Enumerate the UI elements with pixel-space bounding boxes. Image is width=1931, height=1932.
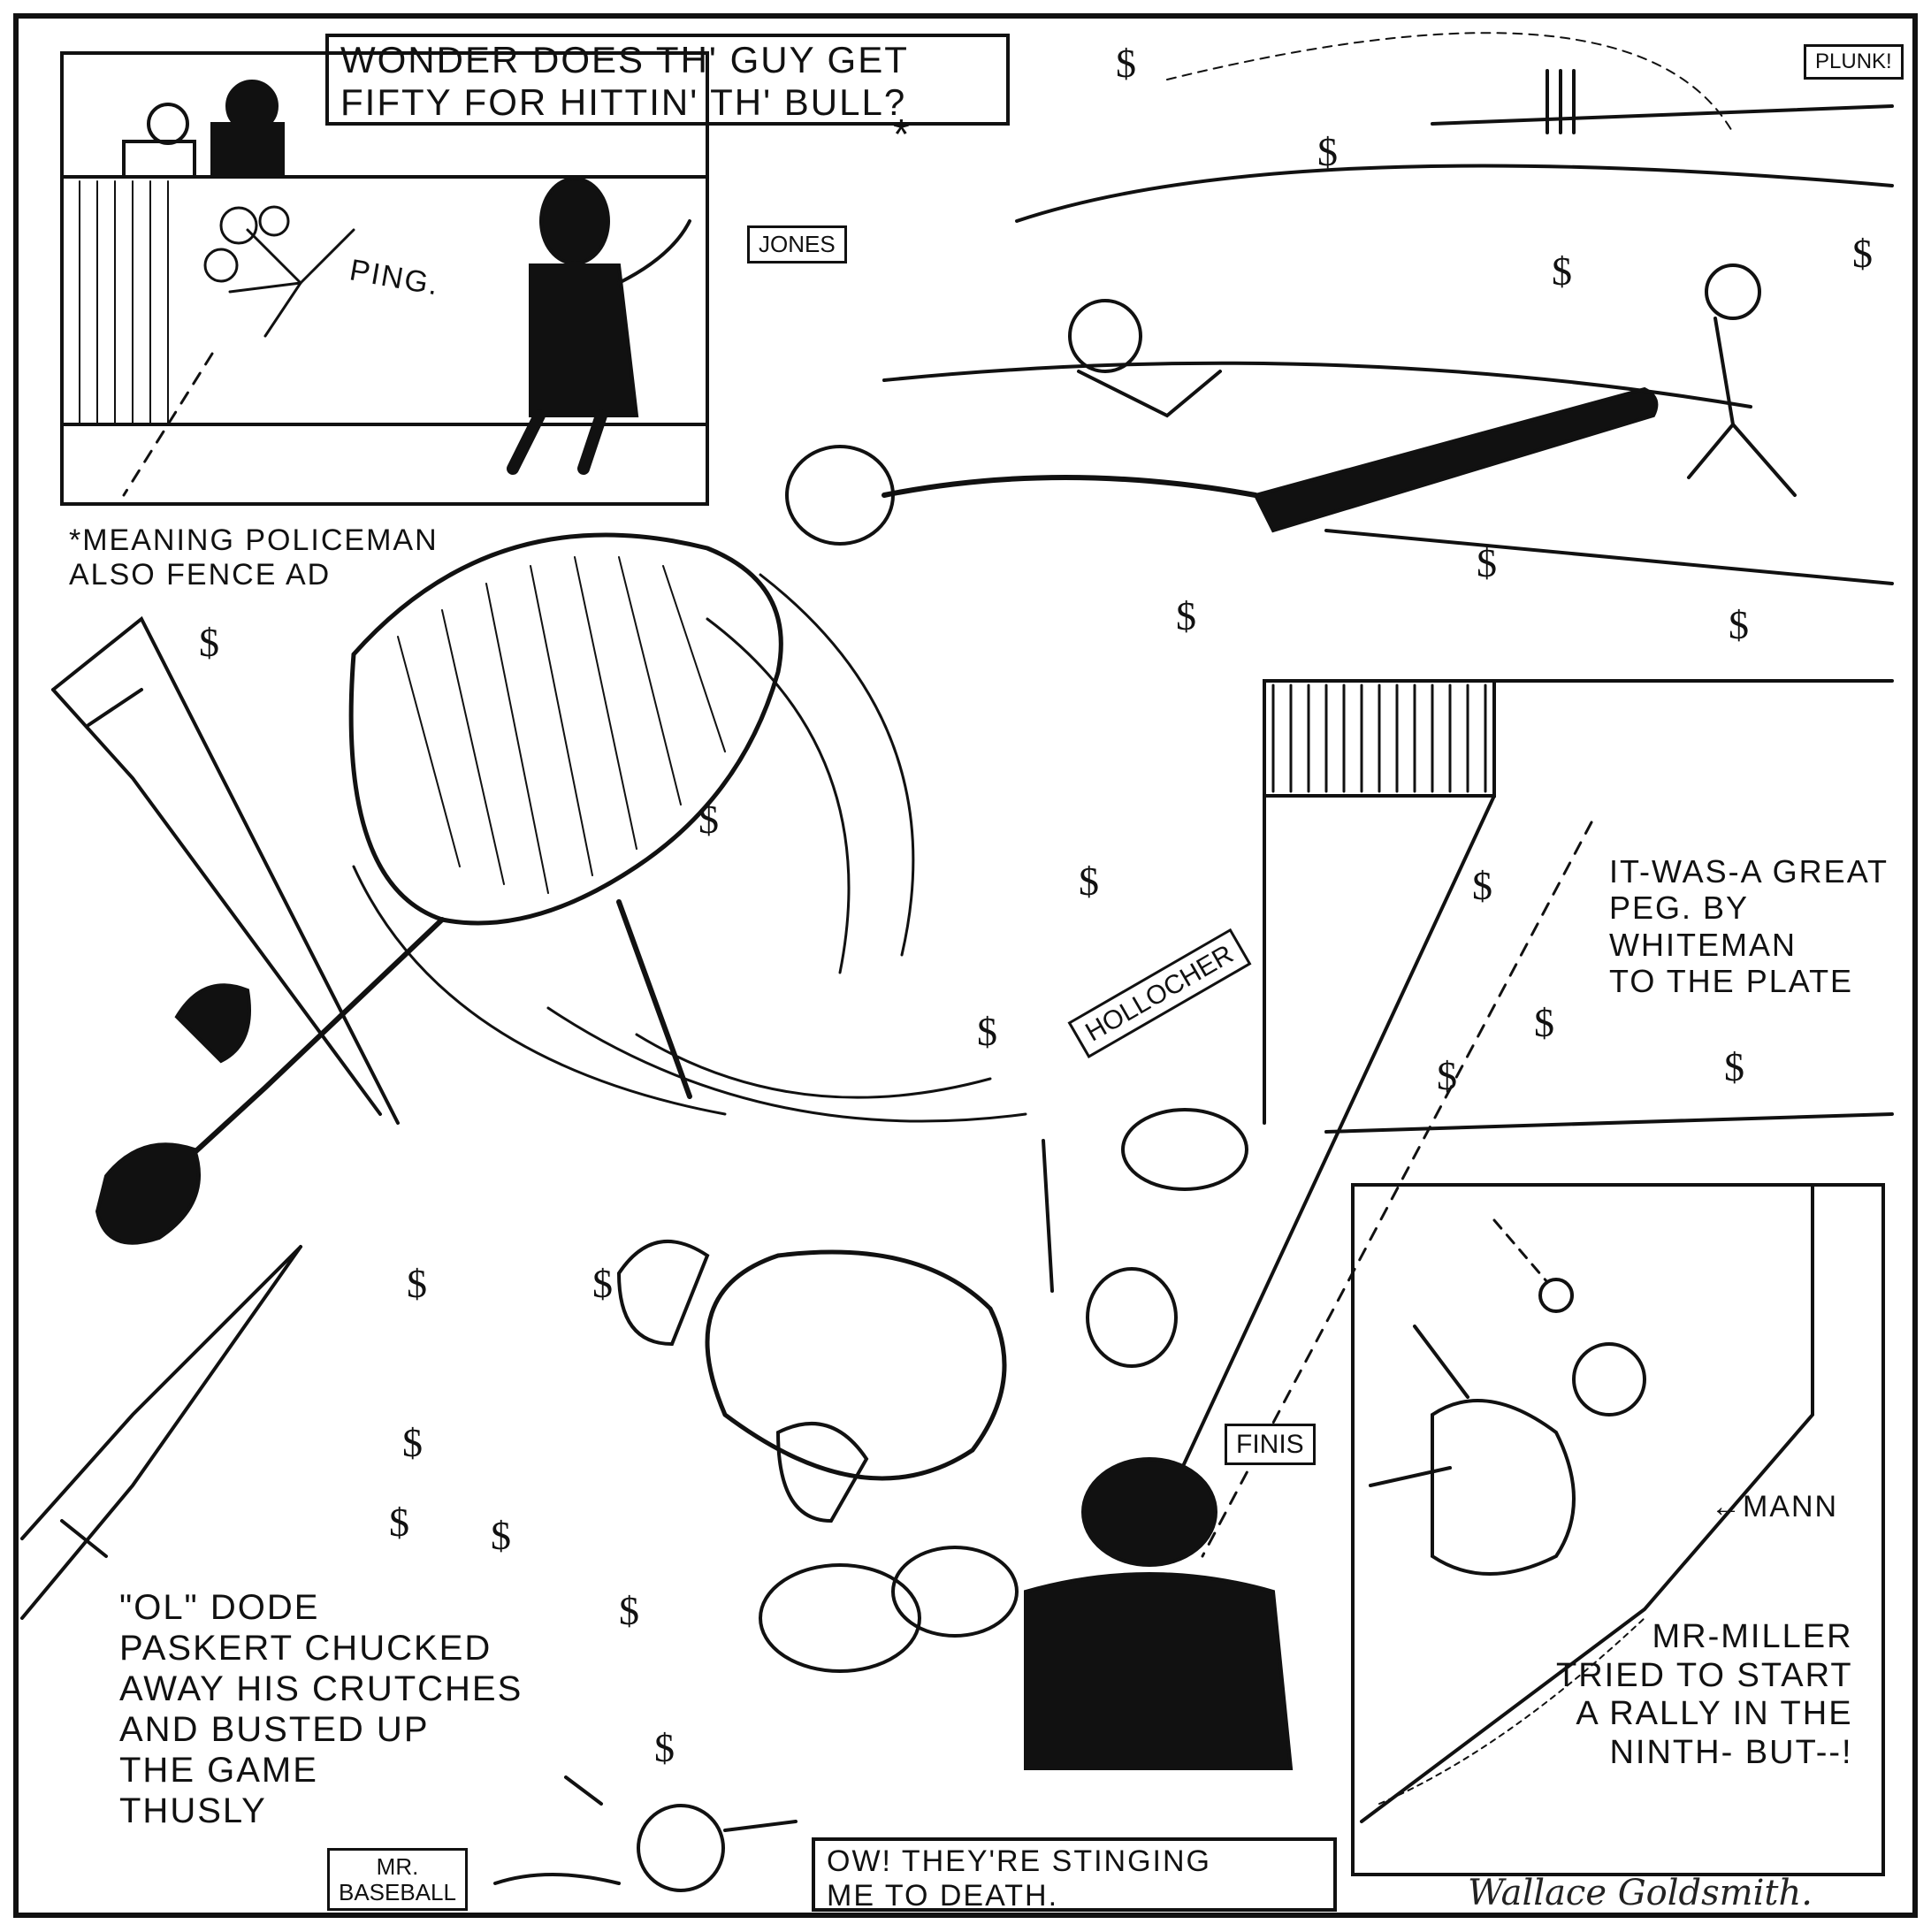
mann-panel bbox=[1351, 1183, 1885, 1876]
mr-baseball-label: MR. BASEBALL bbox=[327, 1848, 468, 1912]
dollar-sign: $ bbox=[1472, 863, 1492, 908]
dollar-sign: $ bbox=[1534, 1000, 1554, 1045]
dollar-sign: $ bbox=[1477, 540, 1497, 585]
dollar-sign: $ bbox=[977, 1009, 997, 1054]
plunk-label: PLUNK! bbox=[1804, 44, 1904, 80]
dollar-sign: $ bbox=[1852, 231, 1873, 276]
wonder-balloon-text: WONDER DOES TH' GUY GET FIFTY FOR HITTIN… bbox=[340, 39, 909, 124]
swirl-lines bbox=[352, 573, 1027, 1123]
crutch-upper bbox=[51, 615, 400, 1125]
footnote-caption: *MEANING POLICEMAN ALSO FENCE AD bbox=[69, 523, 439, 592]
dollar-sign: $ bbox=[1116, 41, 1136, 86]
dollar-sign: $ bbox=[619, 1588, 639, 1633]
dollar-sign: $ bbox=[1729, 602, 1749, 647]
hollocher-figure bbox=[616, 1108, 1248, 1673]
asterisk-mark: * bbox=[893, 111, 912, 158]
great-peg-caption: IT-WAS-A GREAT PEG. BY WHITEMAN TO THE P… bbox=[1609, 853, 1889, 1000]
mann-label: ←MANN bbox=[1711, 1490, 1839, 1523]
artist-signature: Wallace Goldsmith. bbox=[1468, 1873, 1813, 1913]
infield-scene bbox=[882, 32, 1894, 585]
crutch-lower bbox=[20, 1245, 302, 1620]
dollar-sign: $ bbox=[1552, 248, 1572, 294]
dollar-sign: $ bbox=[491, 1513, 511, 1558]
policeman-panel bbox=[60, 51, 709, 506]
mr-baseball-figure bbox=[493, 1775, 798, 1892]
dollar-sign: $ bbox=[1176, 593, 1196, 638]
stinging-balloon-text: OW! THEY'RE STINGING ME TO DEATH. bbox=[827, 1844, 1212, 1913]
dollar-sign: $ bbox=[1437, 1053, 1457, 1098]
dollar-sign: $ bbox=[389, 1500, 409, 1545]
dollar-sign: $ bbox=[592, 1261, 613, 1306]
dollar-sign: $ bbox=[698, 797, 719, 842]
batter-figure bbox=[95, 386, 1659, 1245]
dollar-sign: $ bbox=[199, 620, 219, 665]
finis-label: FINIS bbox=[1225, 1424, 1316, 1465]
outer-border bbox=[13, 13, 1918, 1918]
wonder-balloon-outline bbox=[325, 34, 1010, 126]
dollar-sign: $ bbox=[1317, 129, 1338, 174]
umpire-figure bbox=[1024, 1457, 1294, 1770]
dollar-sign: $ bbox=[654, 1725, 675, 1770]
dollar-sign: $ bbox=[407, 1261, 427, 1306]
ol-dode-caption: "OL" DODE PASKERT CHUCKED AWAY HIS CRUTC… bbox=[119, 1588, 523, 1830]
dollar-sign: $ bbox=[402, 1420, 423, 1465]
dollar-sign: $ bbox=[1724, 1044, 1744, 1089]
mr-miller-caption: MR-MILLER TRIED TO START A RALLY IN THE … bbox=[1556, 1618, 1853, 1772]
stinging-balloon-outline bbox=[812, 1837, 1337, 1912]
jones-label: JONES bbox=[747, 225, 847, 263]
dollar-sign: $ bbox=[1079, 859, 1099, 904]
